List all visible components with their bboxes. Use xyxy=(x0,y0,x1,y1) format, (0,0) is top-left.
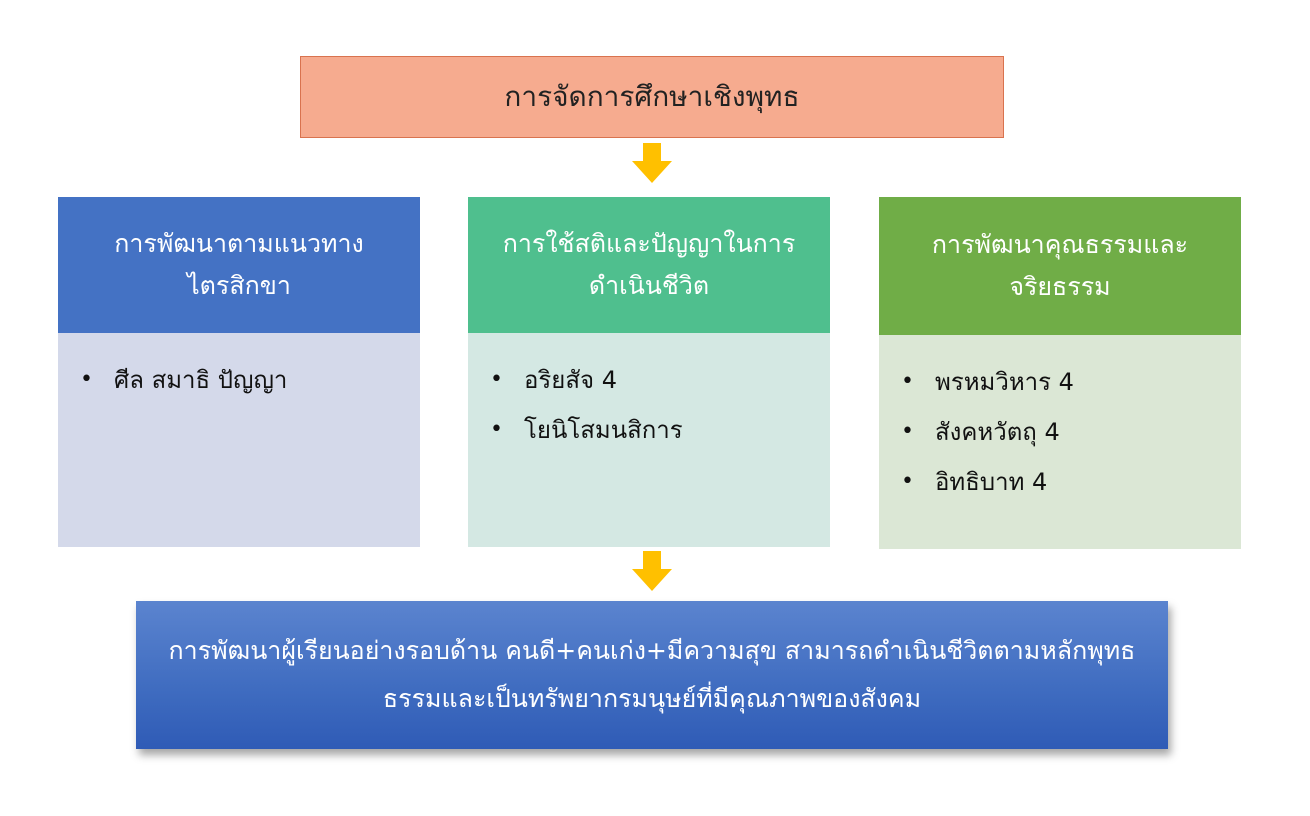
top-concept-title: การจัดการศึกษาเชิงพุทธ xyxy=(504,80,800,113)
column-mindfulness-wisdom: การใช้สติและปัญญาในการดำเนินชีวิต อริยสั… xyxy=(468,197,830,547)
list-item: โยนิโสมนสิการ xyxy=(490,405,830,455)
list-item: สังคหวัตถุ 4 xyxy=(901,407,1241,457)
column-header: การพัฒนาตามแนวทางไตรสิกขา xyxy=(58,197,420,333)
down-arrow-icon xyxy=(632,551,672,591)
column-header: การใช้สติและปัญญาในการดำเนินชีวิต xyxy=(468,197,830,333)
column-header-label: การใช้สติและปัญญาในการดำเนินชีวิต xyxy=(502,229,796,300)
column-morality-ethics: การพัฒนาคุณธรรมและจริยธรรม พรหมวิหาร 4 ส… xyxy=(879,197,1241,549)
column-body: อริยสัจ 4 โยนิโสมนสิการ xyxy=(468,333,830,547)
down-arrow-icon xyxy=(632,143,672,183)
outcome-box: การพัฒนาผู้เรียนอย่างรอบด้าน คนดี+คนเก่ง… xyxy=(136,601,1168,749)
list-item: อริยสัจ 4 xyxy=(490,355,830,405)
column-header-label: การพัฒนาตามแนวทางไตรสิกขา xyxy=(114,229,364,300)
outcome-text: การพัฒนาผู้เรียนอย่างรอบด้าน คนดี+คนเก่ง… xyxy=(168,636,1136,713)
column-body: ศีล สมาธิ ปัญญา xyxy=(58,333,420,547)
bullet-list: พรหมวิหาร 4 สังคหวัตถุ 4 อิทธิบาท 4 xyxy=(879,357,1241,507)
list-item: ศีล สมาธิ ปัญญา xyxy=(80,355,420,405)
bullet-list: อริยสัจ 4 โยนิโสมนสิการ xyxy=(468,355,830,455)
list-item: พรหมวิหาร 4 xyxy=(901,357,1241,407)
column-header: การพัฒนาคุณธรรมและจริยธรรม xyxy=(879,197,1241,335)
list-item: อิทธิบาท 4 xyxy=(901,457,1241,507)
top-concept-box: การจัดการศึกษาเชิงพุทธ xyxy=(300,56,1004,138)
column-threefold-training: การพัฒนาตามแนวทางไตรสิกขา ศีล สมาธิ ปัญญ… xyxy=(58,197,420,547)
column-body: พรหมวิหาร 4 สังคหวัตถุ 4 อิทธิบาท 4 xyxy=(879,335,1241,549)
bullet-list: ศีล สมาธิ ปัญญา xyxy=(58,355,420,405)
column-header-label: การพัฒนาคุณธรรมและจริยธรรม xyxy=(931,230,1189,301)
